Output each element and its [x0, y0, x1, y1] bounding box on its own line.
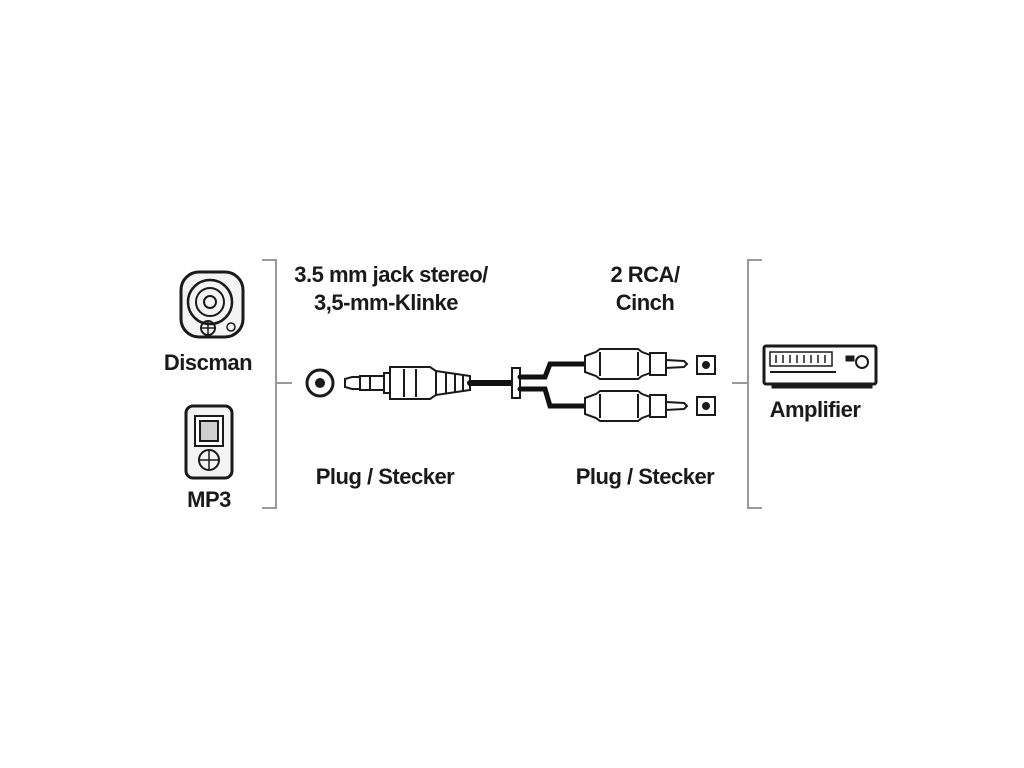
jack-label-line2: 3,5-mm-Klinke: [314, 290, 458, 315]
rca-socket-icon: [696, 396, 716, 416]
left-bracket: [262, 259, 292, 509]
discman-icon: [179, 270, 245, 339]
rca-plug-icon: [584, 390, 689, 422]
mp3-label: MP3: [187, 487, 231, 512]
jack-plug-icon: [344, 366, 471, 400]
mp3-player-icon: [184, 404, 234, 480]
amplifier-label: Amplifier: [769, 397, 861, 422]
rca-socket-icon: [696, 355, 716, 375]
rca-label-line1: 2 RCA/: [610, 262, 680, 287]
right-bracket: [732, 259, 762, 509]
left-plug-label: Plug / Stecker: [315, 464, 455, 489]
jack-label-line1: 3.5 mm jack stereo/: [294, 262, 488, 287]
right-plug-label: Plug / Stecker: [575, 464, 715, 489]
discman-label: Discman: [163, 350, 253, 375]
rca-label-line2: Cinch: [615, 290, 675, 315]
jack-socket-icon: [305, 368, 335, 398]
rca-plug-icon: [584, 348, 689, 380]
cable-icon: [467, 361, 588, 409]
amplifier-icon: [762, 344, 878, 389]
